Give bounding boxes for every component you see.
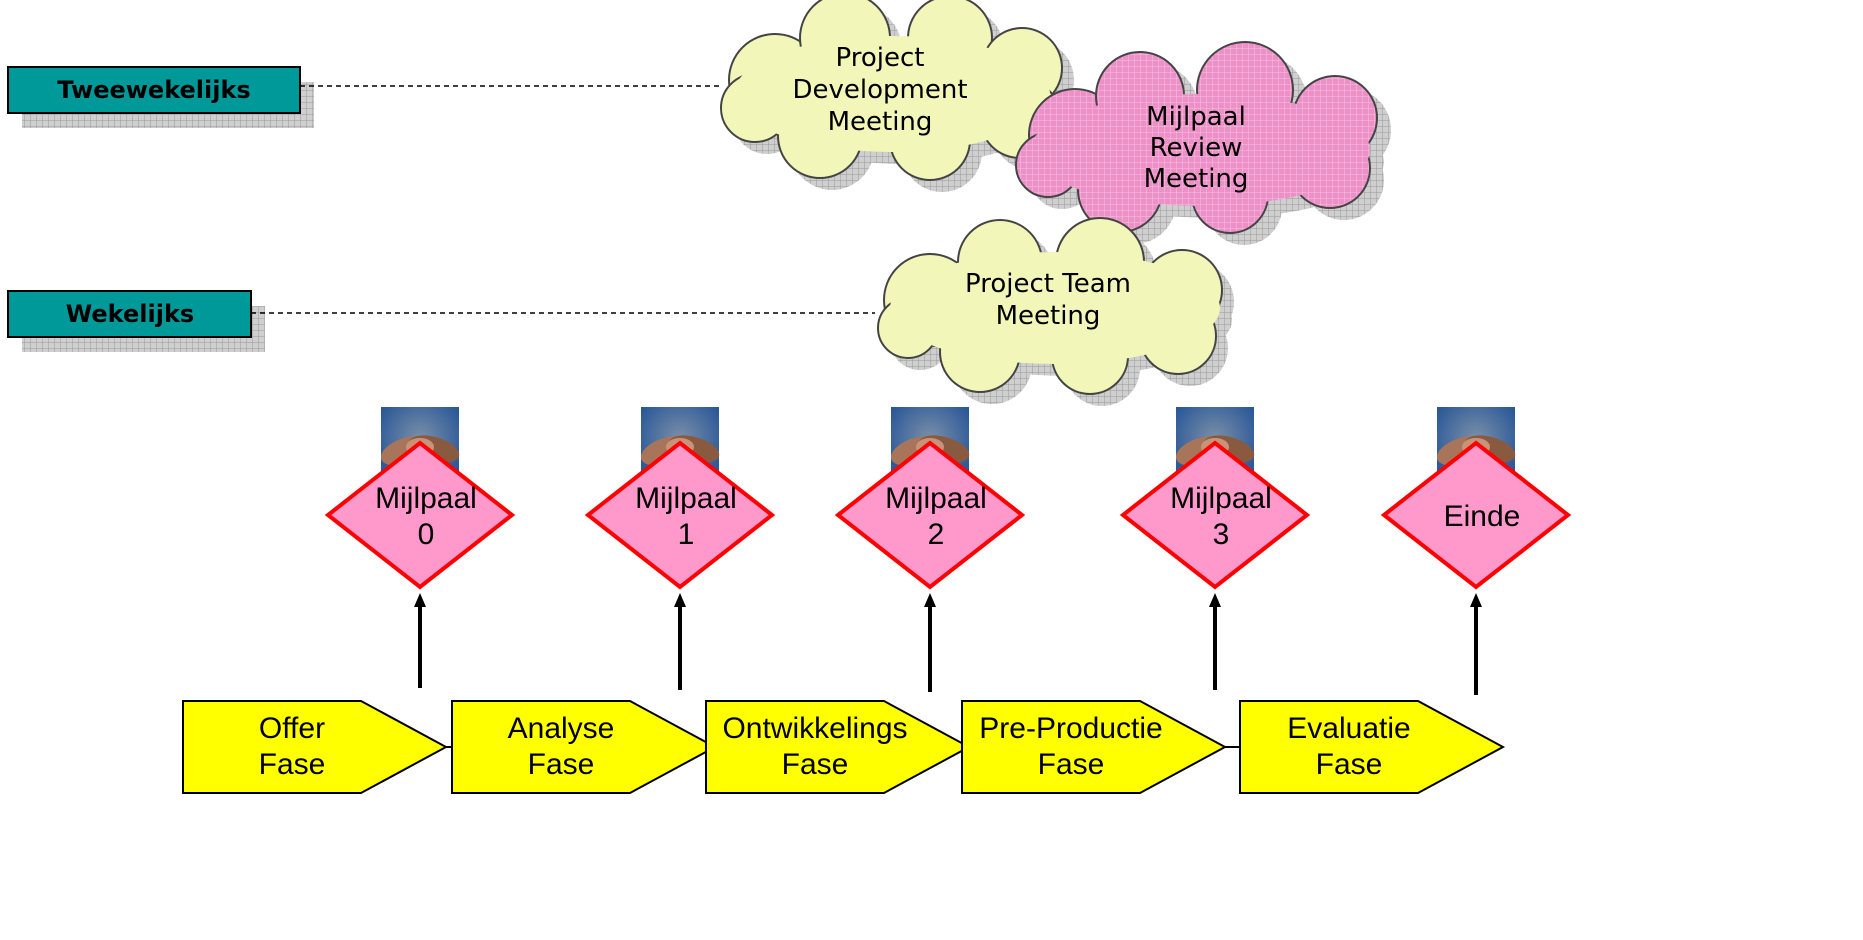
milestone-text-line: 1 xyxy=(678,518,695,551)
milestone-text-line: Mijlpaal xyxy=(635,482,737,515)
frequency-label-text: Tweewekelijks xyxy=(57,76,250,104)
phase-arrow xyxy=(1239,700,1506,794)
label-box xyxy=(7,290,252,338)
cloud-text-line: Meeting xyxy=(828,107,933,137)
milestone-diamond xyxy=(1119,440,1311,590)
cloud-text-line: Meeting xyxy=(996,301,1101,331)
meeting-cloud-milestone-review: Mijlpaal Review Meeting xyxy=(1015,41,1391,245)
cloud-text-line: Mijlpaal xyxy=(1146,102,1246,132)
milestones: Mijlpaal0Mijlpaal1Mijlpaal2Mijlpaal3Eind… xyxy=(324,407,1572,695)
cloud-text-line: Project xyxy=(836,43,925,73)
phase-arrow xyxy=(961,700,1228,794)
milestone-text-line: Mijlpaal xyxy=(1170,482,1272,515)
milestone-diamond xyxy=(834,440,1026,590)
phase-text-line: Fase xyxy=(1316,748,1383,781)
frequency-label-weekly: Wekelijks xyxy=(7,290,265,352)
milestone-arrow xyxy=(414,593,426,688)
cloud-text-line: Review xyxy=(1150,133,1243,163)
frequency-label-biweekly: Tweewekelijks xyxy=(7,66,314,128)
milestone-arrow xyxy=(674,593,686,690)
cloud-text-line: Development xyxy=(792,75,967,105)
phase-text-line: Fase xyxy=(528,748,595,781)
meeting-cloud-project-development: Project Development Meeting xyxy=(720,0,1074,192)
phase-arrow xyxy=(182,700,449,794)
milestone-text-line: 3 xyxy=(1213,518,1230,551)
milestone-text-line: 2 xyxy=(928,518,945,551)
cloud-text-line: Project Team xyxy=(965,269,1131,299)
phase-text-line: Evaluatie xyxy=(1287,712,1410,745)
milestone-arrow xyxy=(1470,593,1482,695)
frequency-label-text: Wekelijks xyxy=(66,300,194,328)
phase-text-line: Analyse xyxy=(508,712,615,745)
meeting-cloud-project-team: Project Team Meeting xyxy=(877,217,1234,406)
milestone-arrow xyxy=(1209,593,1221,690)
milestone-text-line: Einde xyxy=(1444,500,1521,533)
phase-text-line: Fase xyxy=(782,748,849,781)
phase-text-line: Offer xyxy=(259,712,325,745)
milestone-einde: Einde xyxy=(1380,407,1572,695)
milestone-arrow xyxy=(924,593,936,692)
milestone-diamond xyxy=(324,440,516,590)
milestone-diamond xyxy=(1380,440,1572,590)
cloud-text-line: Meeting xyxy=(1144,164,1249,194)
phases: OfferFaseAnalyseFaseOntwikkelingsFasePre… xyxy=(182,700,1506,794)
milestone-text-line: Mijlpaal xyxy=(885,482,987,515)
phase-arrow xyxy=(705,700,972,794)
phase-text-line: Fase xyxy=(1038,748,1105,781)
milestone-text-line: Mijlpaal xyxy=(375,482,477,515)
label-box xyxy=(7,66,301,114)
phase-text-line: Fase xyxy=(259,748,326,781)
phase-arrow xyxy=(451,700,718,794)
phase-text-line: Ontwikkelings xyxy=(722,712,907,745)
milestone-diamond xyxy=(584,440,776,590)
milestone-text-line: 0 xyxy=(418,518,435,551)
phase-text-line: Pre-Productie xyxy=(979,712,1162,745)
